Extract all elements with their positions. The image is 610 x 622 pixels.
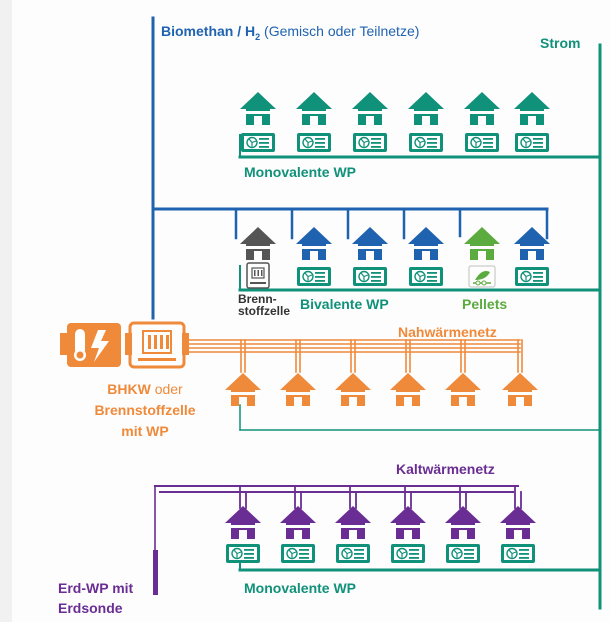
house-kalt-5 <box>445 506 481 539</box>
heat-pump-unit-mono-top-5 <box>465 133 499 152</box>
heat-pump-unit-bivalent-4 <box>515 267 549 286</box>
pellets-icon <box>468 265 496 288</box>
house-bivalent-3 <box>408 227 444 260</box>
monovalent-wp-label-top: Monovalente WP <box>244 164 357 180</box>
kaltwaermenetz-label: Kaltwärmenetz <box>396 461 495 477</box>
frame-left-edge <box>0 0 12 622</box>
house-nahwaerme-1 <box>225 373 261 406</box>
house-mono-top-5 <box>464 92 500 125</box>
house-nahwaerme-4 <box>390 373 426 406</box>
house-mono-top-4 <box>408 92 444 125</box>
monovalent-wp-label-bottom: Monovalente WP <box>244 580 357 596</box>
erd-wp-label: Erd-WP mit Erdsonde <box>58 580 134 616</box>
house-mono-top-6 <box>514 92 550 125</box>
house-mono-top-3 <box>352 92 388 125</box>
heat-pump-unit-bivalent-2 <box>353 267 387 286</box>
house-kalt-2 <box>280 506 316 539</box>
house-mono-top-2 <box>296 92 332 125</box>
biomethan-label: Biomethan / H2 (Gemisch oder Teilnetze) <box>161 23 420 42</box>
heat-pump-unit-mono-top-3 <box>353 133 387 152</box>
heat-pump-unit-kalt-1 <box>226 544 260 563</box>
house-bivalent-4 <box>514 227 550 260</box>
house-nahwaerme-5 <box>445 373 481 406</box>
heat-pump-unit-kalt-4 <box>391 544 425 563</box>
house-bivalent-2 <box>352 227 388 260</box>
strom-label: Strom <box>540 35 581 51</box>
house-pellets <box>464 227 500 260</box>
heat-pump-unit-kalt-2 <box>281 544 315 563</box>
house-bivalent-1 <box>296 227 332 260</box>
heat-pump-unit-mono-top-4 <box>409 133 443 152</box>
house-nahwaerme-6 <box>502 373 538 406</box>
heat-pump-unit-mono-top-1 <box>241 133 275 152</box>
heat-pump-unit-bivalent-1 <box>297 267 331 286</box>
bhkw-thermometer-icon <box>60 323 121 367</box>
brennstoffzelle-small-label: Brenn- stoffzelle <box>238 292 291 318</box>
bivalent-wp-label: Bivalente WP <box>300 296 389 312</box>
house-kalt-4 <box>390 506 426 539</box>
heat-pump-unit-kalt-5 <box>446 544 480 563</box>
house-nahwaerme-2 <box>280 373 316 406</box>
house-mono-top-1 <box>240 92 276 125</box>
heat-pump-unit-bivalent-3 <box>409 267 443 286</box>
nahwaermenetz-label: Nahwärmenetz <box>398 324 497 340</box>
house-kalt-3 <box>335 506 371 539</box>
erdsonde-probe <box>153 550 158 595</box>
heat-pump-unit-mono-top-2 <box>297 133 331 152</box>
pellets-label: Pellets <box>462 296 508 312</box>
heat-pump-unit-mono-top-6 <box>515 133 549 152</box>
heat-pump-unit-kalt-6 <box>501 544 535 563</box>
fuelcell-unit-small <box>246 262 270 289</box>
brennstoffzelle-plant-icon <box>125 321 189 369</box>
heat-pump-unit-kalt-3 <box>336 544 370 563</box>
house-kalt-1 <box>225 506 261 539</box>
bhkw-label: BHKW oder Brennstoffzelle mit WP <box>94 381 196 439</box>
house-kalt-6 <box>500 506 536 539</box>
house-fuelcell <box>240 227 276 260</box>
house-nahwaerme-3 <box>335 373 371 406</box>
